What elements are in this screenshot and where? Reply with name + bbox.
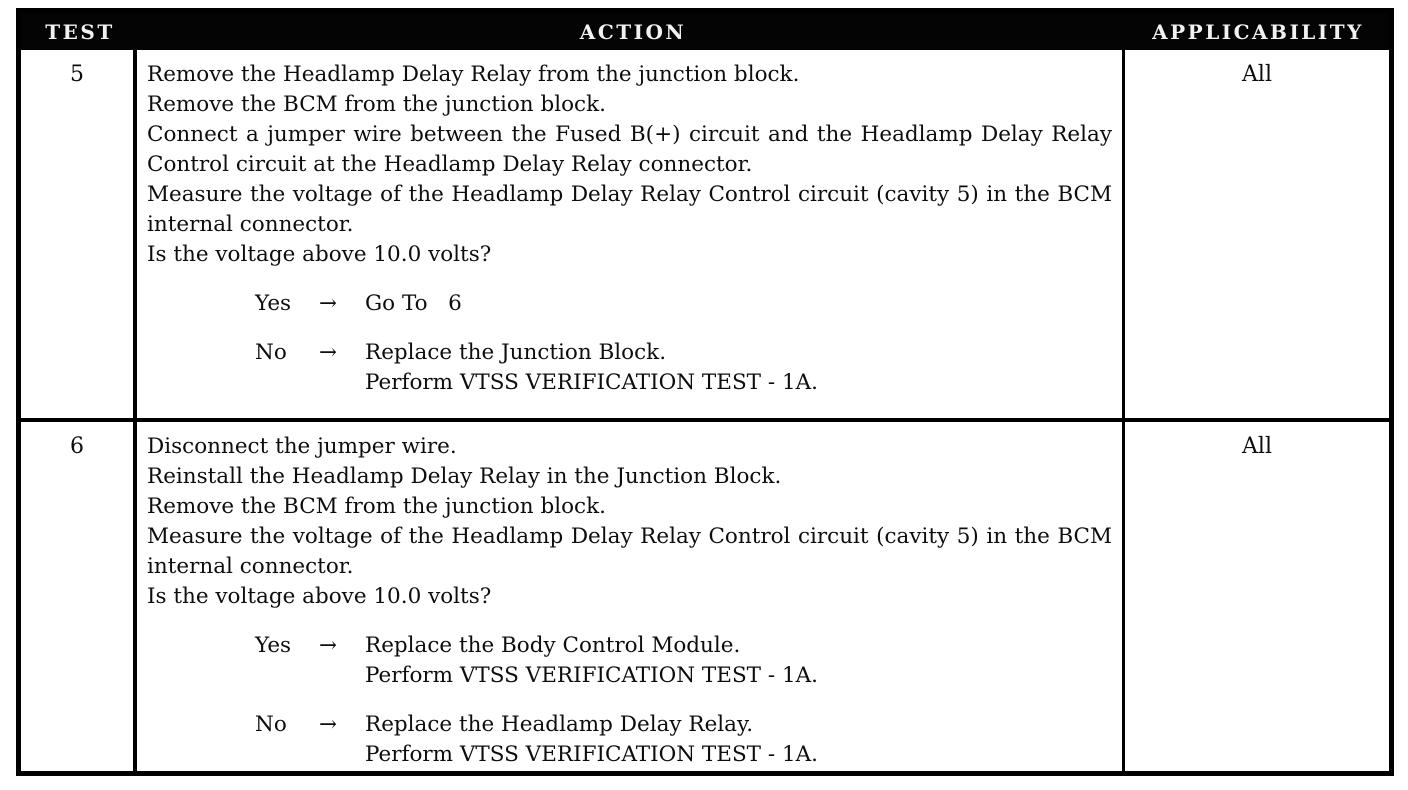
header-cell-action: ACTION <box>579 19 687 44</box>
decision-result-line: Perform VTSS VERIFICATION TEST - 1A. <box>365 742 818 767</box>
decision-results: Replace the Body Control Module. Perform… <box>365 631 1112 691</box>
arrow-right-icon: → <box>319 291 338 316</box>
decision-answer: No <box>255 340 287 365</box>
arrow-right-icon: → <box>319 633 338 658</box>
action-question: Is the voltage above 10.0 volts? <box>147 242 492 267</box>
decision-no: No → Replace the Junction Block. Perform… <box>255 338 1112 398</box>
action-step: Remove the BCM from the junction block. <box>147 92 606 117</box>
test-number: 5 <box>21 50 137 418</box>
decision-result-line: Replace the Body Control Module. <box>365 633 741 658</box>
applicability-value: All <box>1242 434 1272 459</box>
table-header-row: TEST ACTION APPLICABILITY <box>21 13 1389 50</box>
arrow-right-icon: → <box>319 712 338 737</box>
action-step: Remove the Headlamp Delay Relay from the… <box>147 62 800 87</box>
action-step: Measure the voltage of the Headlamp Dela… <box>147 524 1112 579</box>
table-row-test-5: 5 Remove the Headlamp Delay Relay from t… <box>21 50 1389 418</box>
action-cell: Remove the Headlamp Delay Relay from the… <box>137 50 1125 418</box>
table-row-test-6: 6 Disconnect the jumper wire. Reinstall … <box>21 418 1389 771</box>
decision-answer: No <box>255 712 287 737</box>
action-step: Measure the voltage of the Headlamp Dela… <box>147 182 1112 237</box>
header-cell-applicability: APPLICABILITY <box>1152 19 1364 44</box>
decision-results: Replace the Junction Block. Perform VTSS… <box>365 338 1112 398</box>
test-number: 6 <box>21 422 137 771</box>
action-step: Remove the BCM from the junction block. <box>147 494 606 519</box>
action-step: Reinstall the Headlamp Delay Relay in th… <box>147 464 782 489</box>
decision-yes: Yes → Go To 6 <box>255 289 1112 319</box>
decision-result-line: Replace the Junction Block. <box>365 340 667 365</box>
decision-results: Go To 6 <box>365 289 1112 319</box>
header-cell-test: TEST <box>45 19 115 44</box>
decision-result-line: Perform VTSS VERIFICATION TEST - 1A. <box>365 370 818 395</box>
decision-answer: Yes <box>255 633 292 658</box>
decision-result-line: Perform VTSS VERIFICATION TEST - 1A. <box>365 663 818 688</box>
decision-result-line: Go To 6 <box>365 291 462 316</box>
decision-result-line: Replace the Headlamp Delay Relay. <box>365 712 754 737</box>
action-step: Connect a jumper wire between the Fused … <box>147 122 1112 177</box>
decision-yes: Yes → Replace the Body Control Module. P… <box>255 631 1112 691</box>
decision-no: No → Replace the Headlamp Delay Relay. P… <box>255 710 1112 770</box>
diagnostic-test-table: TEST ACTION APPLICABILITY 5 Remove the H… <box>16 8 1394 776</box>
decision-results: Replace the Headlamp Delay Relay. Perfor… <box>365 710 1112 770</box>
applicability-value: All <box>1242 62 1272 87</box>
arrow-right-icon: → <box>319 340 338 365</box>
action-cell: Disconnect the jumper wire. Reinstall th… <box>137 422 1125 771</box>
action-question: Is the voltage above 10.0 volts? <box>147 584 492 609</box>
decision-answer: Yes <box>255 291 292 316</box>
action-step: Disconnect the jumper wire. <box>147 434 457 459</box>
